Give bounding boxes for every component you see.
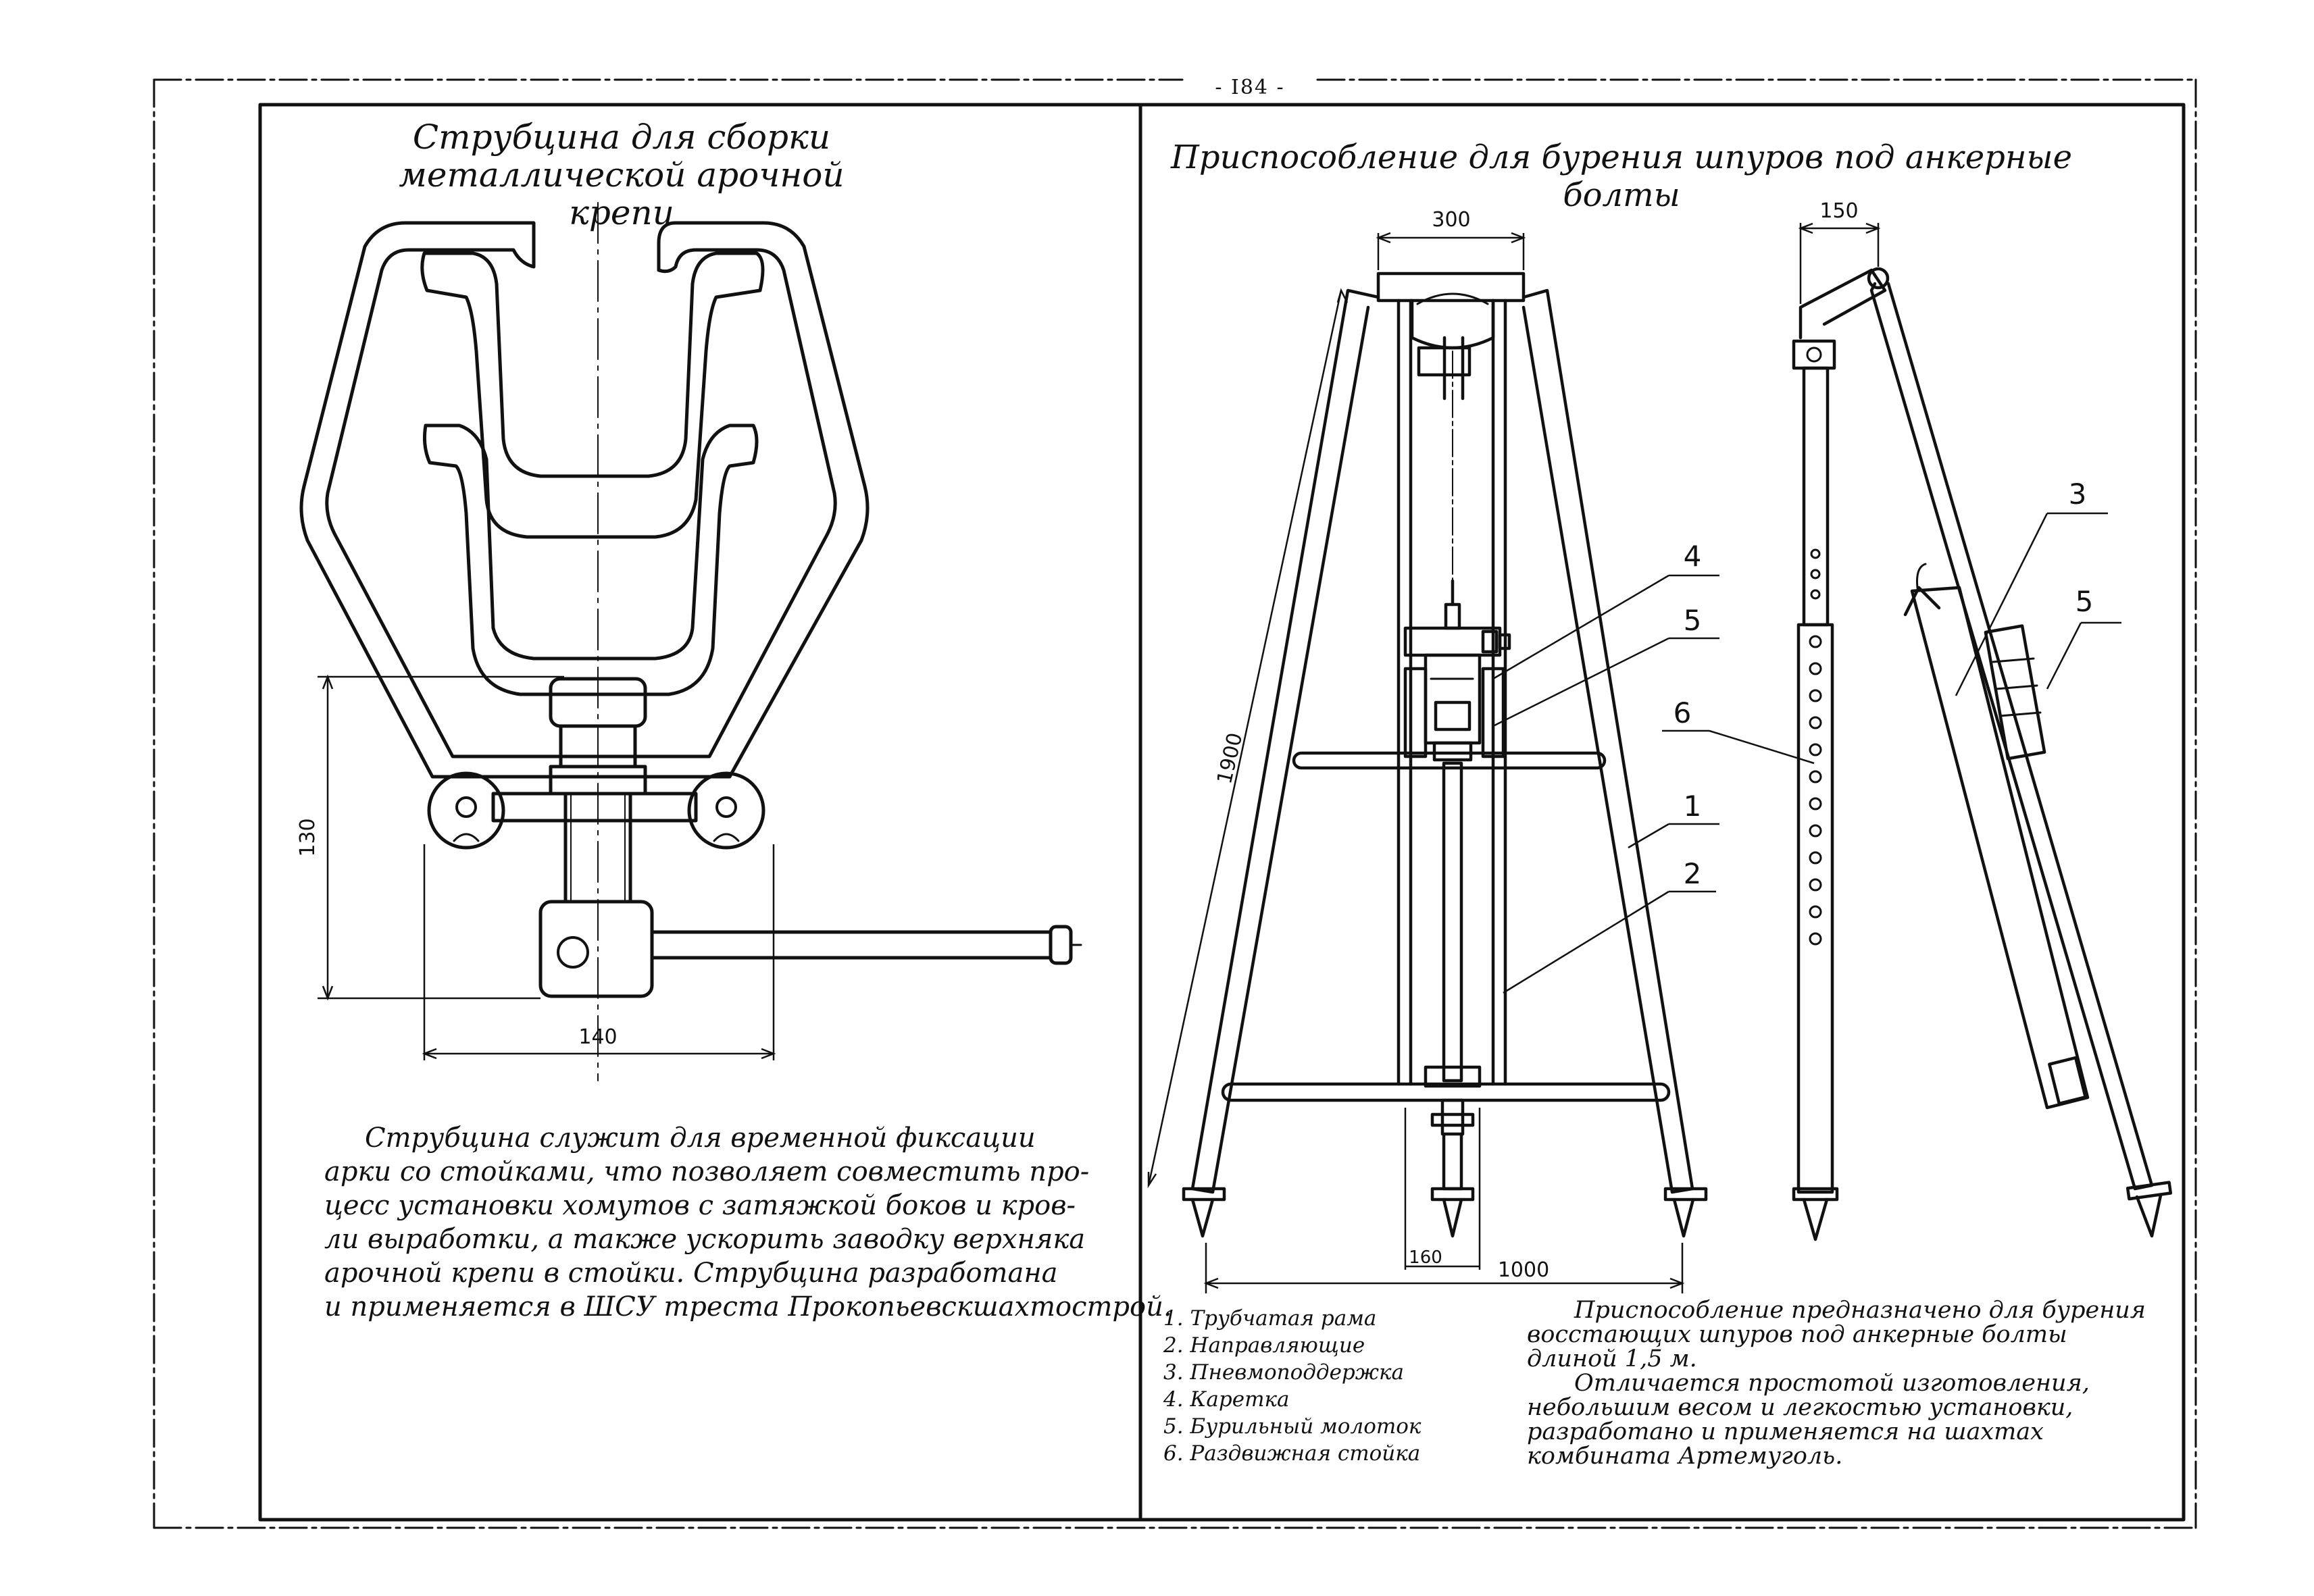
drill-rig-title: Приспособление для бурения шпуров под ан… (1171, 138, 2072, 214)
description-line: восстающих шпуров под анкерные болты (1527, 1321, 2067, 1348)
clamp-title: Струбцина для сборки металлической арочн… (365, 118, 878, 232)
tripod-dimensions (1147, 222, 1881, 1293)
dim-150: 150 (1819, 199, 1858, 223)
description-line: Отличается простотой изготовления, (1574, 1370, 2090, 1397)
dim-140: 140 (578, 1025, 617, 1049)
stand-holes (1809, 548, 1822, 946)
description-line: длиной 1,5 м. (1527, 1345, 1697, 1372)
description-line: небольшим весом и легкостью установки, (1527, 1394, 2073, 1421)
description-line: Струбцина служит для временной фиксации (365, 1123, 1036, 1154)
description-line: арочной крепи в стойки. Струбцина разраб… (324, 1258, 1058, 1289)
tripod-side-view (1792, 267, 2173, 1241)
description-line: разработано и применяется на шахтах (1527, 1418, 2044, 1445)
clamp-inner-u (420, 251, 765, 539)
callout-4: 4 (1684, 540, 1702, 573)
legend-item: 1. Трубчатая рама (1163, 1306, 1377, 1331)
description-line: цесс установки хомутов с затяжкой боков … (324, 1190, 1076, 1221)
dim-1000: 1000 (1498, 1258, 1549, 1282)
description-line: ли выработки, а также ускорить заводку в… (324, 1224, 1086, 1255)
clamp-drawing (299, 202, 1082, 1081)
callout-3: 3 (2069, 478, 2087, 511)
legend-item: 3. Пневмоподдержка (1163, 1360, 1404, 1385)
description-line: и применяется в ШСУ треста Прокопьевскша… (324, 1291, 1172, 1322)
callout-leaders (1492, 512, 2121, 994)
clamp-outer-frame (299, 221, 870, 779)
dim-300: 300 (1432, 208, 1470, 232)
callout-5-front: 5 (1684, 604, 1702, 637)
parts-legend: 1. Трубчатая рама 2. Направляющие 3. Пне… (1163, 1305, 1515, 1467)
dim-130: 130 (296, 818, 320, 856)
clamp-title-line: Струбцина для сборки (412, 118, 831, 157)
clamp-second-u (423, 423, 759, 696)
callout-5-side: 5 (2076, 585, 2094, 618)
dim-160: 160 (1409, 1247, 1442, 1268)
description-line: комбината Артемуголь. (1527, 1443, 1843, 1470)
clamp-description: Струбцина служит для временной фиксации … (324, 1121, 1172, 1324)
inner-frame (258, 103, 2186, 1522)
dim-1900: 1900 (1213, 731, 1247, 786)
description-line: Приспособление предназначено для бурения (1574, 1297, 2146, 1324)
callout-2: 2 (1684, 857, 1702, 890)
description-line: арки со стойками, что позволяет совмести… (324, 1156, 1090, 1187)
callout-6: 6 (1674, 696, 1692, 729)
legend-item: 4. Каретка (1163, 1387, 1290, 1412)
clamp-dimensions (318, 674, 776, 1060)
clamp-handle (650, 930, 1053, 960)
drawing-labels: 130 140 300 150 1900 1000 160 4 5 2 1 6 … (296, 199, 2093, 1282)
page-number: - I84 - (1215, 76, 1285, 99)
right-knob (687, 771, 765, 850)
tripod-front-view (1182, 272, 1708, 1238)
clamp-title-line: металлической арочной крепи (399, 155, 845, 232)
legend-item: 6. Раздвижная стойка (1163, 1441, 1421, 1466)
legend-item: 5. Бурильный молоток (1163, 1414, 1422, 1439)
drill-rig-description: Приспособление предназначено для бурения… (1527, 1298, 2162, 1468)
left-knob (427, 771, 505, 850)
legend-item: 2. Направляющие (1163, 1333, 1365, 1358)
outer-frame (153, 78, 2197, 1529)
callout-1: 1 (1684, 790, 1702, 823)
